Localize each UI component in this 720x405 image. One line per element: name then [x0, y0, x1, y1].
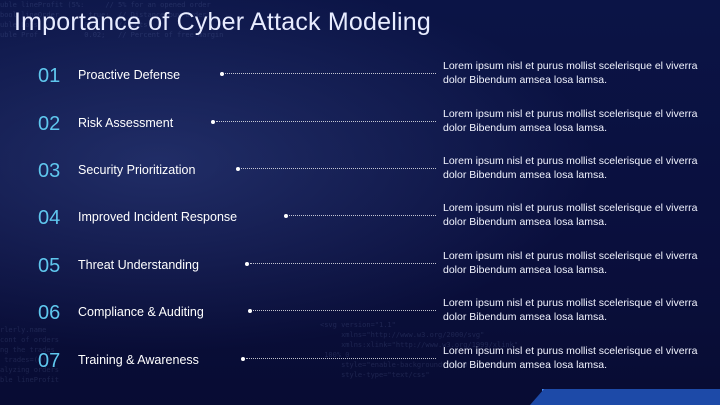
list-item: 02 Risk Assessment Lorem ipsum nisl et pur…	[0, 104, 720, 144]
connector-dot	[248, 309, 252, 313]
connector-line	[216, 121, 436, 122]
item-description: Lorem ipsum nisl et purus mollist sceler…	[443, 345, 698, 371]
connector-line	[241, 168, 436, 169]
item-label: Risk Assessment	[78, 116, 174, 130]
item-number: 01	[38, 65, 61, 87]
list-item: 07 Training & Awareness Lorem ipsum nisl e…	[0, 341, 720, 381]
list-item: 03 Security Prioritization Lorem ipsum nis…	[0, 151, 720, 191]
page-title: Importance of Cyber Attack Modeling	[14, 8, 431, 36]
list-item: 01 Proactive Defense Lorem ipsum nisl et p…	[0, 56, 720, 96]
connector-dot	[211, 120, 215, 124]
connector-line	[253, 310, 436, 311]
connector-dot	[245, 262, 249, 266]
connector-line	[225, 73, 436, 74]
connector-dot	[284, 214, 288, 218]
item-number: 05	[38, 255, 61, 277]
connector-dot	[241, 357, 245, 361]
item-number: 02	[38, 113, 61, 135]
item-description: Lorem ipsum nisl et purus mollist sceler…	[443, 108, 698, 134]
item-description: Lorem ipsum nisl et purus mollist sceler…	[443, 155, 698, 181]
list-item: 04 Improved Incident Response Lorem ipsum …	[0, 198, 720, 238]
item-description: Lorem ipsum nisl et purus mollist sceler…	[443, 297, 698, 323]
item-description: Lorem ipsum nisl et purus mollist sceler…	[443, 60, 698, 86]
item-number: 04	[38, 207, 61, 229]
connector-dot	[236, 167, 240, 171]
connector-line	[250, 263, 436, 264]
item-number: 06	[38, 302, 61, 324]
item-label: Improved Incident Response	[78, 210, 238, 224]
item-label: Training & Awareness	[78, 353, 199, 367]
connector-line	[246, 358, 436, 359]
item-label: Compliance & Auditing	[78, 305, 204, 319]
item-number: 07	[38, 350, 61, 372]
connector-line	[289, 215, 436, 216]
list-item: 06 Compliance & Auditing Lorem ipsum nisl …	[0, 293, 720, 333]
item-description: Lorem ipsum nisl et purus mollist sceler…	[443, 250, 698, 276]
item-label: Threat Understanding	[78, 258, 199, 272]
connector-dot	[220, 72, 224, 76]
item-label: Security Prioritization	[78, 163, 196, 177]
item-number: 03	[38, 160, 61, 182]
list-item: 05 Threat Understanding Lorem ipsum nisl e…	[0, 246, 720, 286]
footer-accent-bar	[530, 389, 720, 405]
item-label: Proactive Defense	[78, 68, 181, 82]
item-description: Lorem ipsum nisl et purus mollist sceler…	[443, 202, 698, 228]
